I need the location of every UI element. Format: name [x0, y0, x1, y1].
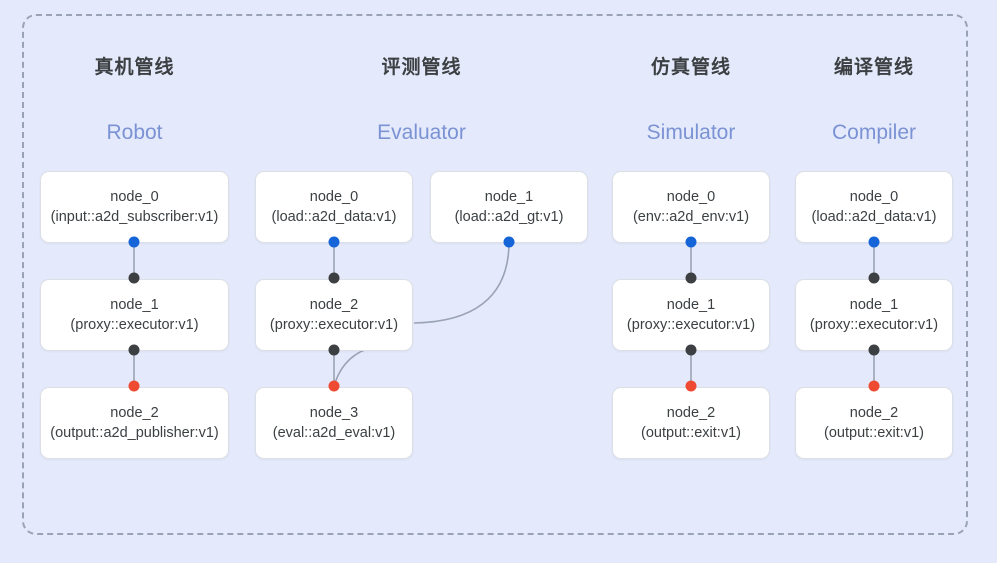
port-output-robot-0[interactable] [128, 236, 140, 248]
node-type: (input::a2d_subscriber:v1) [50, 209, 219, 225]
node-type: (load::a2d_data:v1) [811, 209, 937, 225]
column-title-en-evaluator: Evaluator [377, 121, 466, 144]
column-title-en-compiler: Compiler [831, 121, 917, 144]
port-output-evaluator-0[interactable] [328, 236, 340, 248]
port-input-compiler-1[interactable] [868, 272, 880, 284]
pipeline-group-frame [22, 14, 968, 535]
port-output-compiler-0[interactable] [868, 236, 880, 248]
node-name: node_1 [849, 297, 899, 313]
node-type: (proxy::executor:v1) [626, 317, 756, 333]
node-type: (proxy::executor:v1) [70, 317, 199, 333]
node-name: node_1 [484, 189, 534, 205]
node-type: (output::a2d_publisher:v1) [50, 425, 219, 441]
node-robot-0[interactable]: node_0 (input::a2d_subscriber:v1) [40, 171, 229, 243]
node-name: node_0 [666, 189, 716, 205]
column-title-cn-compiler: 编译管线 [833, 57, 914, 78]
node-type: (env::a2d_env:v1) [632, 209, 750, 225]
node-name: node_3 [309, 405, 359, 421]
node-name: node_0 [849, 189, 899, 205]
port-output-evaluator-1[interactable] [503, 236, 515, 248]
node-evaluator-3[interactable]: node_3 (eval::a2d_eval:v1) [255, 387, 413, 459]
node-name: node_1 [110, 297, 159, 313]
node-type: (proxy::executor:v1) [809, 317, 939, 333]
port-input-simulator-1[interactable] [685, 272, 697, 284]
port-input-simulator-2[interactable] [685, 380, 697, 392]
node-simulator-0[interactable]: node_0 (env::a2d_env:v1) [612, 171, 770, 243]
node-evaluator-2[interactable]: node_2 (proxy::executor:v1) [255, 279, 413, 351]
node-robot-1[interactable]: node_1 (proxy::executor:v1) [40, 279, 229, 351]
port-input-evaluator-3[interactable] [328, 380, 340, 392]
port-input-robot-1[interactable] [128, 272, 140, 284]
column-title-cn-simulator: 仿真管线 [650, 57, 731, 78]
node-simulator-1[interactable]: node_1 (proxy::executor:v1) [612, 279, 770, 351]
node-evaluator-1[interactable]: node_1 (load::a2d_gt:v1) [430, 171, 588, 243]
port-output-robot-1[interactable] [128, 344, 140, 356]
node-type: (proxy::executor:v1) [269, 317, 399, 333]
node-robot-2[interactable]: node_2 (output::a2d_publisher:v1) [40, 387, 229, 459]
port-output-simulator-1[interactable] [685, 344, 697, 356]
node-type: (eval::a2d_eval:v1) [272, 425, 396, 441]
node-simulator-2[interactable]: node_2 (output::exit:v1) [612, 387, 770, 459]
column-title-cn-robot: 真机管线 [94, 57, 175, 78]
node-type: (load::a2d_data:v1) [271, 209, 397, 225]
node-type: (output::exit:v1) [641, 425, 741, 441]
node-name: node_2 [110, 405, 159, 421]
node-name: node_2 [309, 297, 359, 313]
port-output-simulator-0[interactable] [685, 236, 697, 248]
node-name: node_2 [666, 405, 716, 421]
column-title-en-simulator: Simulator [646, 121, 736, 144]
port-input-robot-2[interactable] [128, 380, 140, 392]
node-name: node_0 [309, 189, 359, 205]
node-type: (output::exit:v1) [824, 425, 924, 441]
port-input-compiler-2[interactable] [868, 380, 880, 392]
node-name: node_1 [666, 297, 716, 313]
column-title-en-robot: Robot [106, 121, 163, 144]
port-output-evaluator-2[interactable] [328, 344, 340, 356]
node-compiler-1[interactable]: node_1 (proxy::executor:v1) [795, 279, 953, 351]
column-title-cn-evaluator: 评测管线 [381, 57, 462, 78]
node-evaluator-0[interactable]: node_0 (load::a2d_data:v1) [255, 171, 413, 243]
node-type: (load::a2d_gt:v1) [454, 209, 564, 225]
node-compiler-2[interactable]: node_2 (output::exit:v1) [795, 387, 953, 459]
node-name: node_0 [110, 189, 159, 205]
node-compiler-0[interactable]: node_0 (load::a2d_data:v1) [795, 171, 953, 243]
port-output-compiler-1[interactable] [868, 344, 880, 356]
node-name: node_2 [849, 405, 899, 421]
port-input-evaluator-2[interactable] [328, 272, 340, 284]
